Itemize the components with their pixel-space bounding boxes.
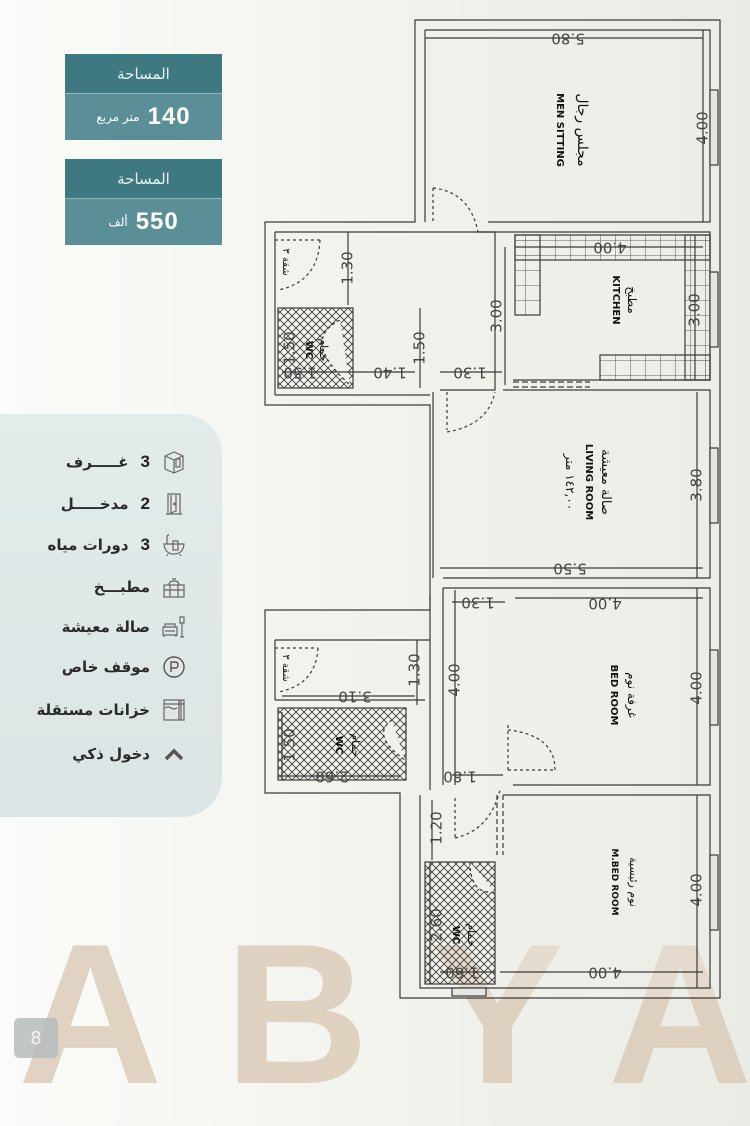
feature-smart-entry: دخول ذكي	[72, 741, 186, 767]
price-card: المساحة 550 ألف	[65, 159, 222, 245]
dim-130-b: 1.30	[453, 364, 486, 382]
dim-310: 3.10	[338, 688, 371, 706]
dim-living-depth: 3.80	[688, 468, 706, 501]
dim-180: 1.80	[443, 768, 476, 786]
dim-bed-depth: 4.00	[688, 671, 706, 704]
dim-wc2-depth: 1.50	[281, 728, 299, 761]
feature-kitchen: مطبـــخ	[94, 574, 186, 600]
parking-icon	[162, 655, 186, 679]
room-wc2-ar: حمام	[349, 733, 362, 756]
room-men-sitting-en: MEN SITTING	[554, 93, 565, 167]
shaft2-label: شقة ٣	[280, 654, 291, 681]
room-wc2-en: WC	[333, 736, 344, 754]
chevron-up-icon	[162, 742, 186, 766]
floor-plan: 5.80 4.00 4.00 3.00 5.50 3.80 4.00 4.00 …	[264, 19, 721, 999]
feature-living-room: صالة معيشة	[62, 614, 186, 640]
dim-wc2-width: 2.60	[315, 768, 348, 786]
page-number-badge: 8	[14, 1018, 58, 1058]
dim-120: 1.20	[428, 811, 446, 844]
dim-men-depth: 4.00	[694, 111, 712, 144]
dim-corridor-400: 4.00	[446, 663, 464, 696]
dim-living-width: 5.50	[553, 560, 586, 578]
dim-130-c: 1.30	[461, 594, 494, 612]
dim-wc1-width: 1.50	[283, 364, 316, 382]
feature-entrances: 2 مدخـــــل	[61, 491, 186, 517]
room-wc1-en: WC	[303, 341, 314, 359]
dim-140: 1.40	[373, 364, 406, 382]
dim-130-d: 1.30	[406, 653, 424, 686]
dim-mbed-width: 4.00	[588, 964, 621, 982]
room-bed-ar: غرفة نوم	[624, 672, 639, 718]
feature-parking: موقف خاص	[62, 654, 186, 680]
room-living-en: LIVING ROOM	[583, 444, 594, 520]
price-card-value-row: 550 ألف	[65, 198, 222, 245]
dim-kitchen-width: 4.00	[593, 239, 626, 257]
door-icon	[162, 492, 186, 516]
price-value: 550	[135, 208, 179, 235]
price-unit: ألف	[108, 215, 128, 229]
room-kitchen-ar: مطبخ	[625, 286, 639, 314]
room-wc3-ar: حمام	[465, 923, 478, 946]
room-kitchen-en: KITCHEN	[610, 275, 621, 324]
area-card-title: المساحة	[65, 54, 222, 93]
dim-shaft1-depth: 1.30	[339, 251, 357, 284]
room-wc1-ar: حمام	[317, 338, 330, 361]
dim-corridor-300: 3.00	[488, 299, 506, 332]
price-card-title: المساحة	[65, 159, 222, 198]
area-card: المساحة 140 متر مربع	[65, 54, 222, 140]
room-living-ar: صالة معيشة	[598, 449, 613, 515]
feature-bathrooms: 3 دورات مياه	[48, 532, 186, 558]
area-card-value-row: 140 متر مربع	[65, 93, 222, 140]
room-men-sitting-ar: مجلس رجال	[574, 93, 590, 166]
feature-rooms: 3 غـــــرف	[66, 449, 186, 475]
dim-mbed-depth: 4.00	[688, 873, 706, 906]
room-box-icon	[162, 450, 186, 474]
tank-icon	[162, 698, 186, 722]
dim-wc3-width: 1.60	[445, 964, 478, 982]
sofa-lamp-icon	[162, 615, 186, 639]
bathtub-icon	[162, 533, 186, 557]
area-value: 140	[147, 103, 191, 130]
room-mbed-en: M.BED ROOM	[609, 848, 619, 915]
dim-150: 1.50	[411, 331, 429, 364]
dim-men-width: 5.80	[551, 30, 584, 48]
dim-bed-width: 4.00	[588, 595, 621, 613]
room-wc3-en: WC	[450, 926, 461, 944]
room-bed-en: BED ROOM	[608, 665, 619, 726]
area-unit: متر مربع	[96, 110, 140, 124]
features-panel: 3 غـــــرف 2 مدخـــــل 3 دورات مياه مطبـ…	[0, 414, 222, 817]
kitchen-icon	[162, 575, 186, 599]
dim-kitchen-depth: 3.00	[686, 293, 704, 326]
room-living-area: ١٤٢,٠٠ متر	[562, 453, 577, 511]
room-mbed-ar: نوم رئيسية	[627, 857, 640, 907]
feature-tanks: خزانات مستقلة	[36, 697, 186, 723]
dim-wc3-depth: 2.60	[428, 908, 446, 941]
dim-wc1-depth: 1.50	[281, 331, 299, 364]
shaft1-label: شقة ٣	[280, 248, 291, 275]
